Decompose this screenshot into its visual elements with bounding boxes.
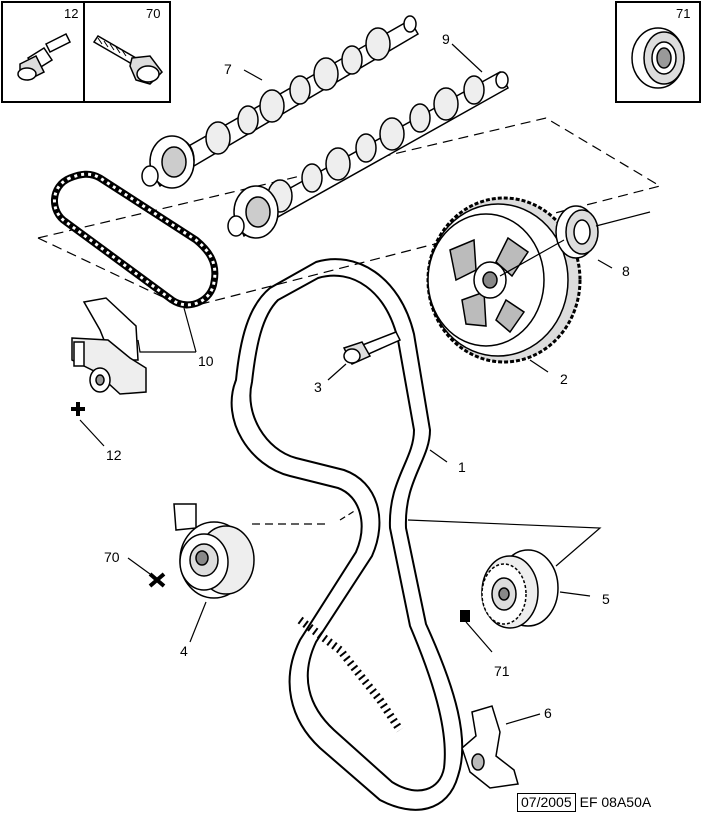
marker-12 (71, 402, 85, 416)
callout-6: 6 (544, 705, 552, 721)
camshaft-lower (227, 70, 509, 239)
oil-seal (555, 205, 599, 259)
parts-box-70: 70 (83, 1, 171, 103)
bracket-6 (461, 705, 519, 789)
chain-tensioner (71, 297, 147, 395)
box-label-70: 70 (146, 6, 160, 21)
idler-pulley (481, 549, 559, 629)
callout-1: 1 (458, 459, 466, 475)
callout-10: 10 (198, 353, 214, 369)
figure-footer: 07/2005 EF 08A50A (517, 792, 651, 812)
bolt-long-icon (92, 34, 163, 85)
marker-70 (148, 572, 166, 588)
callout-7: 7 (224, 61, 232, 77)
timing-belt (230, 258, 464, 811)
bolt-3-icon (342, 331, 402, 365)
callout-12: 12 (106, 447, 122, 463)
footer-code: EF 08A50A (579, 793, 652, 810)
camshaft-upper (141, 15, 420, 189)
callouts: 1 2 3 4 5 6 7 8 9 10 12 70 71 (104, 31, 630, 721)
leader-lines (79, 43, 613, 725)
washer-icon (631, 27, 685, 89)
parts-box-12: 12 (1, 1, 85, 103)
box-label-12: 12 (64, 6, 78, 21)
callout-2: 2 (560, 371, 568, 387)
callout-5: 5 (602, 591, 610, 607)
bolt-short-icon (17, 32, 72, 81)
callout-9: 9 (442, 31, 450, 47)
callout-70: 70 (104, 549, 120, 565)
parts-box-71: 71 (615, 1, 701, 103)
callout-4: 4 (180, 643, 188, 659)
box-label-71: 71 (676, 6, 690, 21)
footer-date: 07/2005 (517, 792, 576, 812)
marker-71 (460, 610, 470, 622)
timing-chain (51, 170, 219, 309)
cam-sprocket (426, 196, 582, 364)
callout-8: 8 (622, 263, 630, 279)
belt-tensioner (173, 503, 255, 599)
seal-axis-line (499, 211, 651, 277)
callout-71: 71 (494, 663, 510, 679)
callout-3: 3 (314, 379, 322, 395)
